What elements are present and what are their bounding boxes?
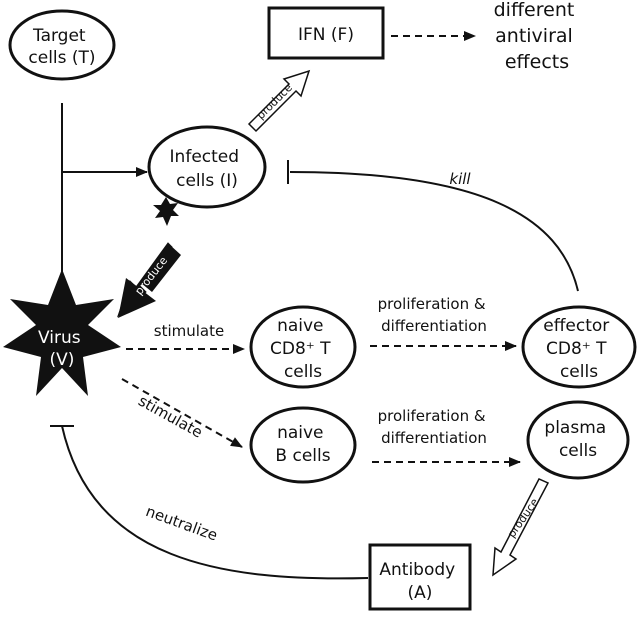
node-virus: Virus (V) <box>3 269 121 396</box>
naive-b-label-1: naive <box>277 423 323 443</box>
edge-stimulate-b: stimulate <box>121 378 243 448</box>
effector-cd8-label-1: effector <box>543 316 609 336</box>
svg-text:naive CD8⁺ T cells: naive CD8⁺ T cells <box>270 316 336 382</box>
edge-prolif-b: proliferation & differentiation <box>372 407 521 467</box>
prolif-b-label-1: proliferation & <box>378 407 486 425</box>
antiviral-label-3: effects <box>505 51 569 73</box>
edge-infection <box>61 103 148 280</box>
node-antiviral-effects: different antiviral effects <box>494 0 581 73</box>
edge-produce-virus: produce <box>116 242 181 318</box>
naive-b-label-2: B cells <box>275 446 330 466</box>
svg-text:plasma cells: plasma cells <box>544 418 611 461</box>
infected-cells-label-2: cells (I) <box>176 171 238 191</box>
naive-cd8-label-3: cells <box>284 362 322 382</box>
naive-cd8-label-1: naive <box>277 316 323 336</box>
plasma-label-2: cells <box>559 441 597 461</box>
target-cells-label-2: cells (T) <box>28 48 95 68</box>
effector-cd8-label-3: cells <box>560 362 598 382</box>
antiviral-label-1: different <box>494 0 575 21</box>
virus-label-1: Virus <box>38 328 81 348</box>
svg-text:Infected cells (I): Infected cells (I) <box>170 147 245 191</box>
neutralize-label: neutralize <box>143 502 220 545</box>
edge-kill: kill <box>287 160 579 292</box>
antiviral-label-2: antiviral <box>495 25 573 47</box>
virus-label-2: (V) <box>50 350 75 370</box>
ifn-label: IFN (F) <box>298 25 354 45</box>
svg-text:proliferation & differen: proliferation & differentiation <box>378 407 491 447</box>
budding-virus-icon <box>153 197 179 226</box>
node-plasma-cells: plasma cells <box>526 400 630 480</box>
stimulate-cd8-label: stimulate <box>154 322 224 340</box>
svg-text:naive B cells: naive B cells <box>275 423 330 466</box>
edge-produce-antibody: produce <box>492 478 550 577</box>
edge-prolif-cd8: proliferation & differentiation <box>370 295 517 351</box>
node-naive-cd8: naive CD8⁺ T cells <box>249 305 357 389</box>
edge-stimulate-cd8: stimulate <box>126 322 245 354</box>
stimulate-b-label: stimulate <box>135 392 205 442</box>
virus-star-icon <box>3 269 121 396</box>
node-target-cells: Target cells (T) <box>8 9 116 81</box>
antibody-label-1: Antibody <box>379 560 455 580</box>
edge-produce-ifn: produce <box>247 69 311 133</box>
svg-text:different antiviral: different antiviral effects <box>494 0 581 73</box>
prolif-cd8-label-1: proliferation & <box>378 295 486 313</box>
svg-text:Target cells (T): Target cells (T) <box>28 26 95 68</box>
node-infected-cells: Infected cells (I) <box>147 125 267 209</box>
node-naive-b: naive B cells <box>249 406 357 484</box>
effector-cd8-label-2: CD8⁺ T <box>546 339 607 359</box>
prolif-b-label-2: differentiation <box>381 429 487 447</box>
plasma-label-1: plasma <box>544 418 606 438</box>
infected-cells-label-1: Infected <box>170 147 240 167</box>
naive-cd8-label-2: CD8⁺ T <box>270 339 331 359</box>
node-effector-cd8: effector CD8⁺ T cells <box>521 305 637 389</box>
antibody-label-2: (A) <box>408 583 433 603</box>
kill-label: kill <box>449 170 471 188</box>
svg-text:Virus (V): Virus (V) <box>38 328 86 370</box>
produce-ifn-label: produce <box>254 81 295 122</box>
node-antibody: Antibody (A) <box>368 543 472 611</box>
node-ifn: IFN (F) <box>267 6 385 60</box>
prolif-cd8-label-2: differentiation <box>381 317 487 335</box>
svg-text:Antibody (A): Antibody (A) <box>379 560 460 603</box>
target-cells-label-1: Target <box>32 26 86 46</box>
svg-text:effector CD8⁺ T ce: effector CD8⁺ T cells <box>543 316 614 382</box>
produce-antibody-label: produce <box>505 496 541 540</box>
svg-text:proliferation & differen: proliferation & differentiation <box>378 295 491 335</box>
